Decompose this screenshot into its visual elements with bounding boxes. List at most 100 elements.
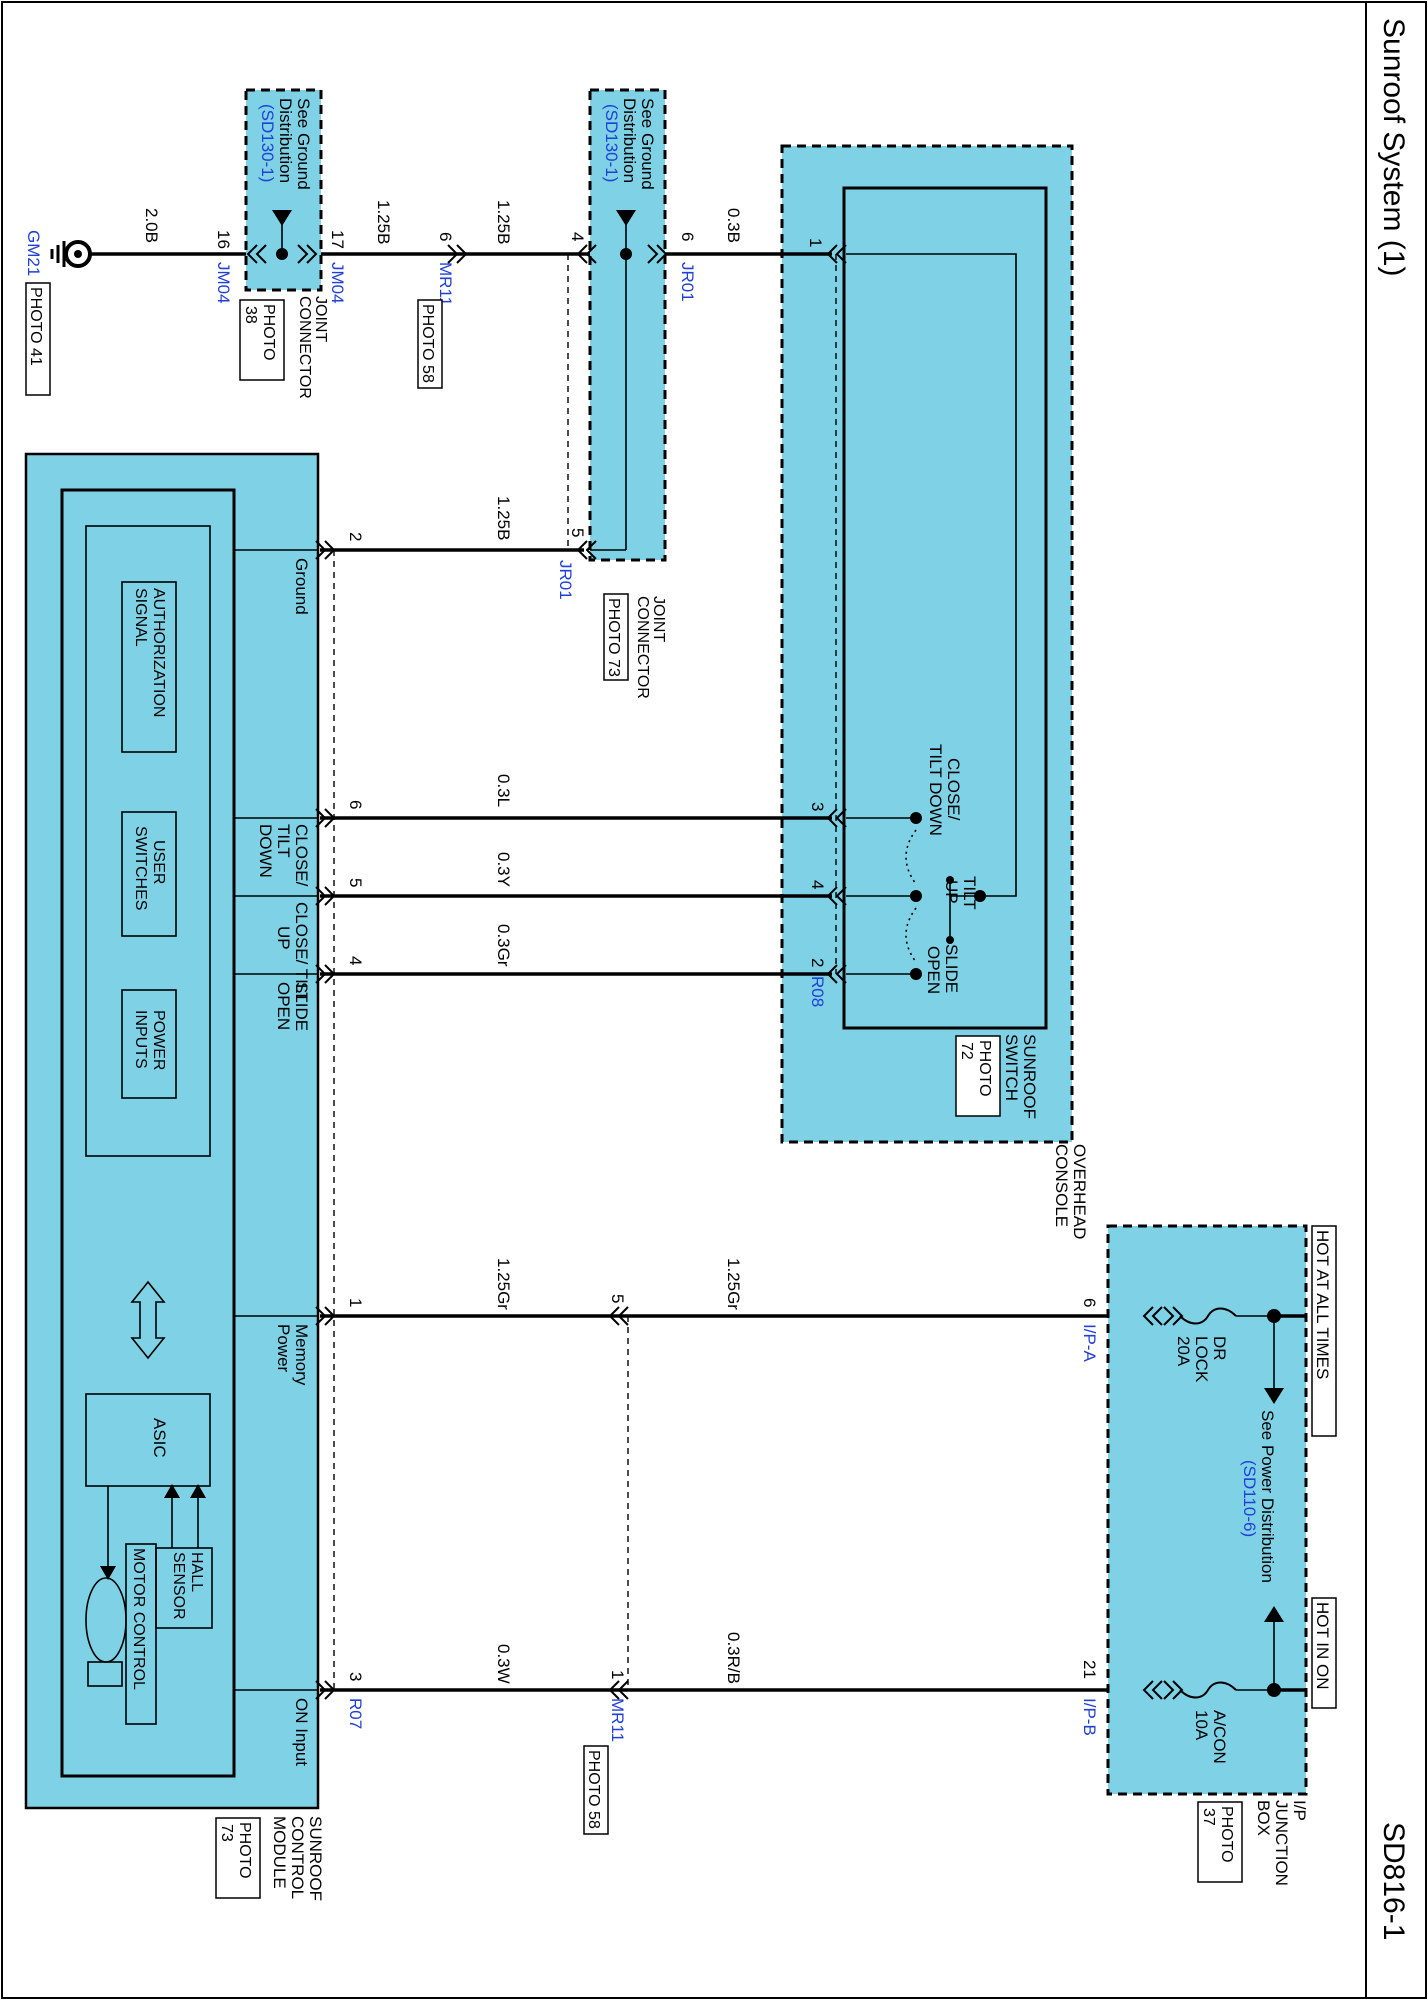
jm04-label-b: JM04	[328, 262, 347, 304]
hall-arrow-b-icon	[190, 1484, 206, 1498]
hot-always-box	[1311, 1225, 1337, 1437]
jb-title-3: BOX	[1254, 1800, 1273, 1836]
jb-pin21: 21	[1080, 1660, 1099, 1679]
power-1: POWER	[150, 1010, 167, 1070]
mr11-lower-photo-box	[583, 1745, 609, 1835]
wire-mem-upper: 1.25Gr	[724, 1258, 743, 1310]
switch-pin3: 3	[808, 802, 827, 811]
pin-close-3: DOWN	[256, 824, 275, 878]
motor-arrow-icon	[100, 1566, 116, 1580]
switch-tilt-1: TILT	[960, 876, 979, 910]
jr01-pin6: 6	[678, 232, 697, 241]
jr01-joint-connector	[588, 88, 667, 562]
user-switches-box	[121, 811, 177, 937]
ground-symbol-icon	[50, 240, 92, 268]
page-code: SD816-1	[1377, 1822, 1410, 1940]
jb-ipb: I/P-B	[1080, 1698, 1099, 1736]
switch-pin4: 4	[808, 880, 827, 889]
auth-2: SIGNAL	[132, 588, 149, 647]
switch-common-trace	[846, 253, 1017, 897]
jb-photo-box	[1197, 1801, 1243, 1883]
pin-ground-label: Ground	[292, 558, 311, 615]
module-pin1: 1	[346, 1298, 365, 1307]
auth-signal-box	[121, 581, 177, 753]
module-pin3: 3	[346, 1672, 365, 1681]
pin-close-1: CLOSE/	[292, 824, 311, 887]
wire-jm04-mr11-label: 1.25B	[374, 200, 393, 244]
jr01-splice	[620, 248, 632, 260]
gm21-label: GM21	[24, 230, 43, 276]
module-pin2: 2	[346, 532, 365, 541]
mr11-lower-photo: PHOTO 58	[585, 1750, 602, 1829]
wire-jr01-switch-label: 0.3B	[724, 208, 743, 243]
mr11-lower-label: MR11	[608, 1698, 627, 1742]
jm04-pin16: 16	[214, 230, 233, 249]
mr11-photo: PHOTO 58	[419, 304, 436, 383]
page-title: Sunroof System (1)	[1377, 18, 1410, 276]
jm04-photo-box	[239, 299, 285, 381]
switch-slide-1: SLIDE	[942, 944, 961, 993]
pin-slide-2: OPEN	[274, 982, 293, 1030]
jr01-see-1: See Ground	[638, 98, 657, 190]
switch-pin1: 1	[806, 238, 825, 247]
mr11-photo-box	[417, 299, 443, 389]
jr01-see-3: (SD130-1)	[602, 104, 621, 182]
jr01-pin5: 5	[568, 528, 587, 537]
jr01-arrow-icon	[616, 210, 636, 226]
wire-mr11-jr01-label: 1.25B	[494, 200, 513, 244]
jm04-see-1: See Ground	[294, 98, 313, 190]
jb-title-1: I/P	[1290, 1800, 1309, 1821]
hot-on-box	[1311, 1597, 1337, 1709]
jr01-label-a: JR01	[678, 262, 697, 302]
switch-photo-2: 72	[958, 1042, 975, 1060]
gm21-photo-box	[25, 282, 51, 396]
jm04-title-2: CONNECTOR	[296, 296, 313, 399]
jb-photo-2: 37	[1200, 1808, 1217, 1826]
wire-on-upper: 0.3R/B	[724, 1632, 743, 1684]
fuse2-l1: A/CON	[1210, 1710, 1229, 1764]
module-logic-block	[85, 525, 211, 1157]
pin-on-input: ON Input	[292, 1698, 311, 1766]
module-pin5: 5	[346, 878, 365, 887]
jr01-label-b: JR01	[556, 560, 575, 600]
jm04-label-a: JM04	[214, 262, 233, 304]
jm04-see-2: Distribution	[276, 98, 295, 183]
jm04-photo-1: PHOTO	[260, 304, 277, 361]
wire-mem-lower: 1.25Gr	[494, 1258, 513, 1310]
mr11-pin6: 6	[436, 232, 455, 241]
hall-1: HALL	[188, 1552, 205, 1592]
module-pin4: 4	[346, 956, 365, 965]
jr01-title-2: CONNECTOR	[634, 596, 651, 699]
jr01-see-2: Distribution	[620, 98, 639, 183]
mr11-pin5: 5	[608, 1294, 627, 1303]
wire-jr01-module-label: 1.25B	[494, 496, 513, 540]
switch-pin2: 2	[808, 958, 827, 967]
jr01-pin4: 4	[568, 232, 587, 241]
hall-arrow-a-icon	[164, 1484, 180, 1498]
module-photo-box	[215, 1817, 261, 1899]
pin-close-2: TILT	[274, 824, 293, 858]
pin-tilt-2: UP	[274, 926, 293, 950]
switch-connector-r08: R08	[808, 976, 827, 1007]
module-title-3: MODULE	[270, 1816, 289, 1889]
fuse-dr-lock-icon	[1179, 1307, 1237, 1325]
wire-on-lower: 0.3W	[494, 1644, 513, 1684]
module-r07: R07	[346, 1698, 365, 1729]
jb-pin6: 6	[1080, 1298, 1099, 1307]
switch-title-1: SUNROOF	[1020, 1034, 1039, 1119]
pin-memory-1: Memory	[292, 1324, 311, 1386]
switch-slide-2: OPEN	[924, 946, 943, 994]
pin-slide-1: SLIDE	[292, 982, 311, 1031]
wire-slide-label: 0.3Gr	[494, 924, 513, 967]
fuse-acon-icon	[1179, 1681, 1237, 1699]
switch-close-2: TILT DOWN	[926, 744, 945, 836]
mr11-pin1: 1	[608, 1670, 627, 1679]
user-2: SWITCHES	[132, 826, 149, 910]
wire-gm21-label: 2.0B	[142, 208, 161, 243]
motor-label: MOTOR CONTROL	[130, 1548, 147, 1690]
pin-tilt-1: CLOSE/ TILT	[292, 902, 311, 1002]
pin-memory-2: Power	[274, 1324, 293, 1373]
console-title-1: OVERHEAD	[1070, 1144, 1089, 1239]
